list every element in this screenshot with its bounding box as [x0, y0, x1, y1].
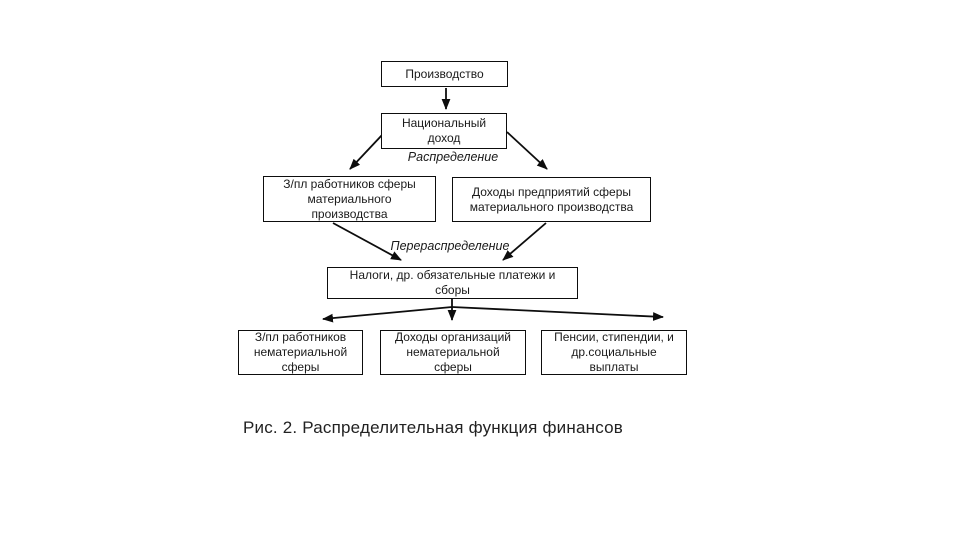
flow-label-distribution: Распределение — [407, 150, 499, 164]
flow-label-redistribution: Перераспределение — [390, 239, 510, 253]
figure-caption: Рис. 2. Распределительная функция финанс… — [243, 418, 623, 437]
arrow-taxes-to-pensions — [451, 306, 664, 321]
node-production: Производство — [381, 61, 508, 87]
arrow-taxes-to-wages-nonmaterial — [322, 306, 453, 323]
arrow-national-income-to-wages-material — [349, 134, 383, 170]
node-production-label: Производство — [405, 66, 484, 81]
